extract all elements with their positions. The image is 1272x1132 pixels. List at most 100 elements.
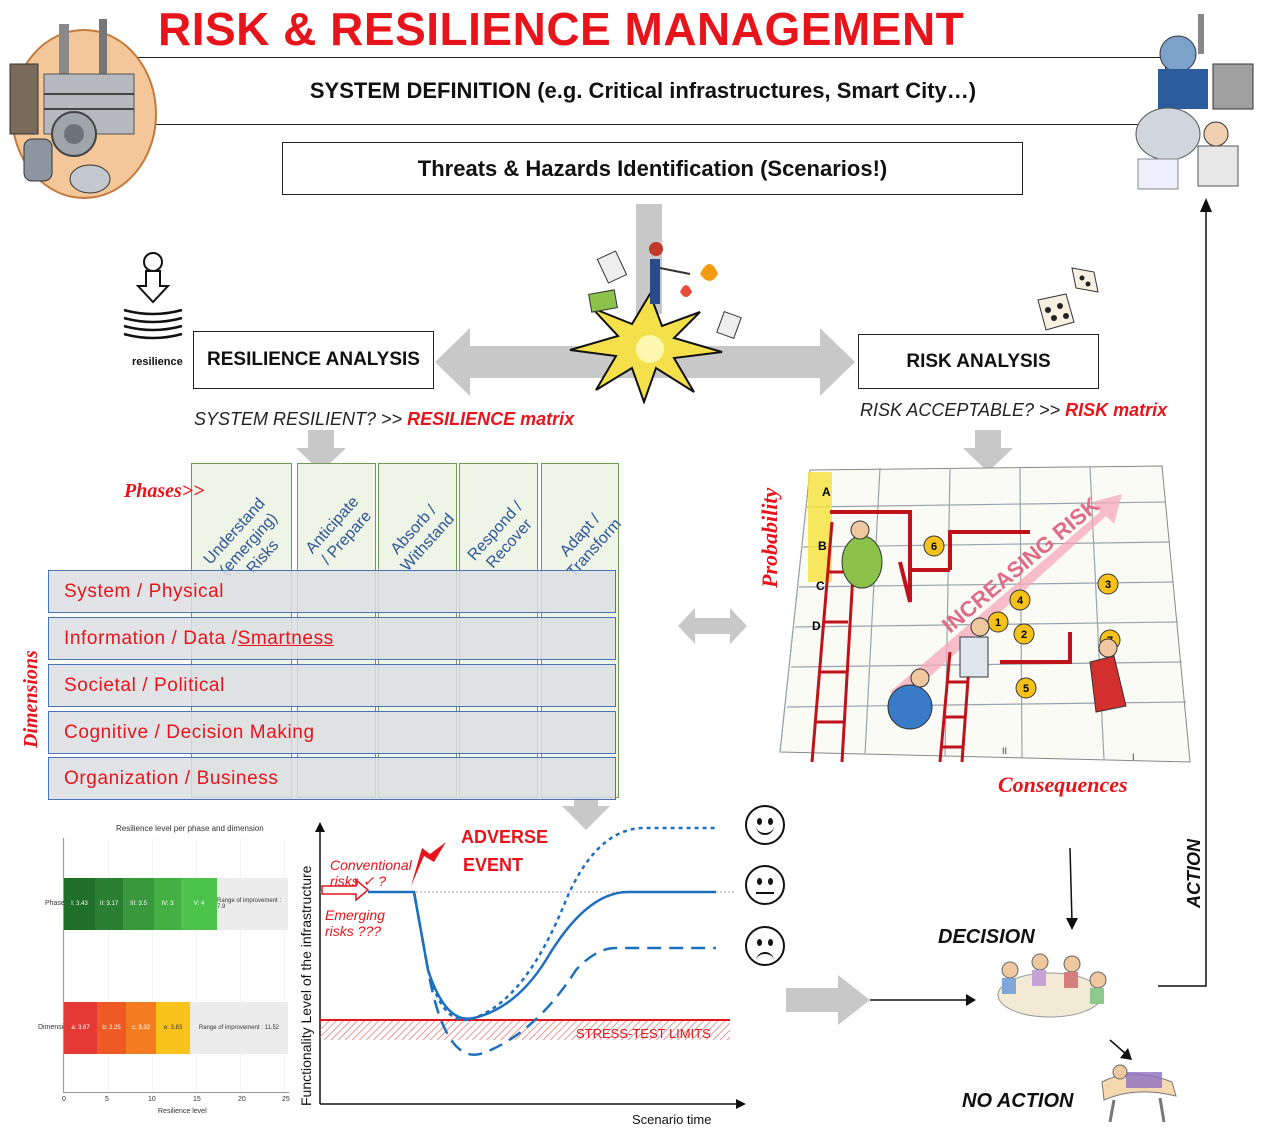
xtick-25: 25 [282,1096,290,1103]
functionality-ylabel: Functionality Level of the infrastructur… [298,865,314,1106]
phase-seg-5: V: 4 [181,878,217,930]
risk-row-c: C [816,579,825,593]
risk-coin-3: 3 [1105,579,1111,591]
decision-label: DECISION [938,926,1035,948]
risk-row-a: A [822,485,831,499]
dimension-label-4: Cognitive / Decision Making [64,721,315,743]
risk-down-arrow [963,430,1013,472]
dimension-row-2: Information / Data / Smartness [48,617,616,660]
phases-label: Phases>> [124,480,205,502]
dimension-label-5: Organization / Business [64,767,279,789]
dice-icon [1037,267,1099,331]
double-arrow-matrix [678,608,747,644]
curve-improved [412,826,716,1022]
phase-seg-1: I: 3.43 [64,878,95,930]
resilience-analysis-box: RESILIENCE ANALYSIS [193,331,434,389]
stress-test-band [320,1020,730,1040]
bar-chart-phase-label: Phase [45,900,65,907]
risk-question-text: RISK ACCEPTABLE? >> [860,400,1066,420]
dim-seg-3: c: 3.33 [126,1002,156,1054]
dimension-label-3: Societal / Political [64,674,225,696]
relaxing-person-illustration [1101,1064,1177,1123]
risk-matrix-label: RISK matrix [1065,400,1168,420]
risk-col-ii: II [1002,746,1007,756]
conventional-risks-label: Conventional risks ✓ ? [330,857,412,889]
hazard-explosion-illustration [569,242,742,404]
dimension-row-3: Societal / Political [48,664,616,707]
risk-coin-2: 2 [1021,629,1027,641]
bar-chart-title: Resilience level per phase and dimension [116,824,264,833]
no-action-label: NO ACTION [962,1090,1074,1112]
action-label: ACTION [1184,839,1204,908]
engineers-illustration [1135,14,1254,190]
dim-seg-1: a: 3.67 [64,1002,97,1054]
risk-matrix-illustration: A B C D INCREASING RISK 6 4 3 1 2 5 7 [779,465,1191,763]
resilience-down-arrow [296,430,346,472]
resilience-analysis-text: RESILIENCE ANALYSIS [207,349,420,370]
happy-face-icon [745,805,785,845]
curve-degraded [412,891,716,1056]
adverse-line-1: ADVERSE [461,827,549,847]
phase-seg-4: IV: 3 [154,878,181,930]
meeting-illustration [997,953,1107,1018]
adverse-event-label: ADVERSE EVENT [461,823,548,879]
phase-improvement: Range of improvement : 7.9 [217,878,288,930]
system-definition-text: SYSTEM DEFINITION (e.g. Critical infrast… [309,78,977,103]
resilience-matrix-label: RESILIENCE matrix [407,409,575,429]
risk-col-i: I [1132,752,1135,762]
dimension-row-1: System / Physical [48,570,616,613]
dimension-row-4: Cognitive / Decision Making [48,711,616,754]
dim-seg-2: b: 3.25 [97,1002,126,1054]
dim-seg-4: e: 3.83 [156,1002,190,1054]
main-title: RISK & RESILIENCE MANAGEMENT [158,3,965,55]
risk-coin-1: 1 [995,617,1001,629]
dimension-row-5: Organization / Business [48,757,616,800]
threats-box: Threats & Hazards Identification (Scenar… [282,142,1023,195]
functionality-curve-chart: STRESS-TEST LIMITS [315,822,746,1109]
risk-coin-6: 6 [931,541,937,553]
scenario-input-arrow [321,878,370,902]
dimension-label-2: Information / Data / [64,627,238,649]
xtick-10: 10 [148,1096,156,1103]
right-arrow-decision [786,975,870,1025]
risk-coin-5: 5 [1023,683,1029,695]
xtick-20: 20 [238,1096,246,1103]
risk-analysis-text: RISK ANALYSIS [906,350,1051,372]
risk-analysis-box: RISK ANALYSIS [858,334,1099,389]
sad-face-icon [745,926,785,966]
neutral-face-icon [745,865,785,905]
functionality-xlabel: Scenario time [632,1112,712,1127]
resilience-bar-chart: Resilience level per phase and dimension… [36,818,296,1118]
dimensions-label: Dimensions [20,650,42,748]
curve-nominal [368,890,716,1021]
adverse-event-arrow [411,842,446,886]
risk-row-b: B [818,539,827,553]
adverse-line-2: EVENT [463,855,524,875]
bar-chart-xlabel: Resilience level [158,1108,207,1115]
resilience-question-text: SYSTEM RESILIENT? >> [194,409,408,429]
xtick-5: 5 [105,1096,109,1103]
stress-test-label: STRESS-TEST LIMITS [576,1026,711,1041]
industrial-plant-illustration [9,19,157,199]
dim-improvement: Range of improvement : 11.52 [190,1002,288,1054]
bar-chart-dimension-label: Dimension [38,1024,72,1031]
system-definition-box: SYSTEM DEFINITION (e.g. Critical infrast… [120,57,1166,125]
resilience-spring-icon [123,252,183,340]
probability-label: Probability [757,487,782,588]
risk-question: RISK ACCEPTABLE? >> RISK matrix [860,400,1167,421]
resilience-question: SYSTEM RESILIENT? >> RESILIENCE matrix [194,409,574,430]
threats-text: Threats & Hazards Identification (Scenar… [417,155,888,181]
resilience-icon-label: resilience [132,356,183,368]
emerging-risks-label: Emerging risks ??? [325,907,385,939]
phase-seg-2: II: 3.17 [95,878,123,930]
consequences-label: Consequences [998,772,1128,797]
dimension-label-2-underlined: Smartness [237,627,334,649]
risk-coin-4: 4 [1017,595,1024,607]
xtick-0: 0 [62,1096,66,1103]
risk-row-d: D [812,619,821,633]
bar-chart-plot: Phase I: 3.43 II: 3.17 III: 3.5 IV: 3 V:… [38,838,289,1093]
xtick-15: 15 [193,1096,201,1103]
dimension-label-1: System / Physical [64,580,225,602]
phase-seg-3: III: 3.5 [123,878,154,930]
